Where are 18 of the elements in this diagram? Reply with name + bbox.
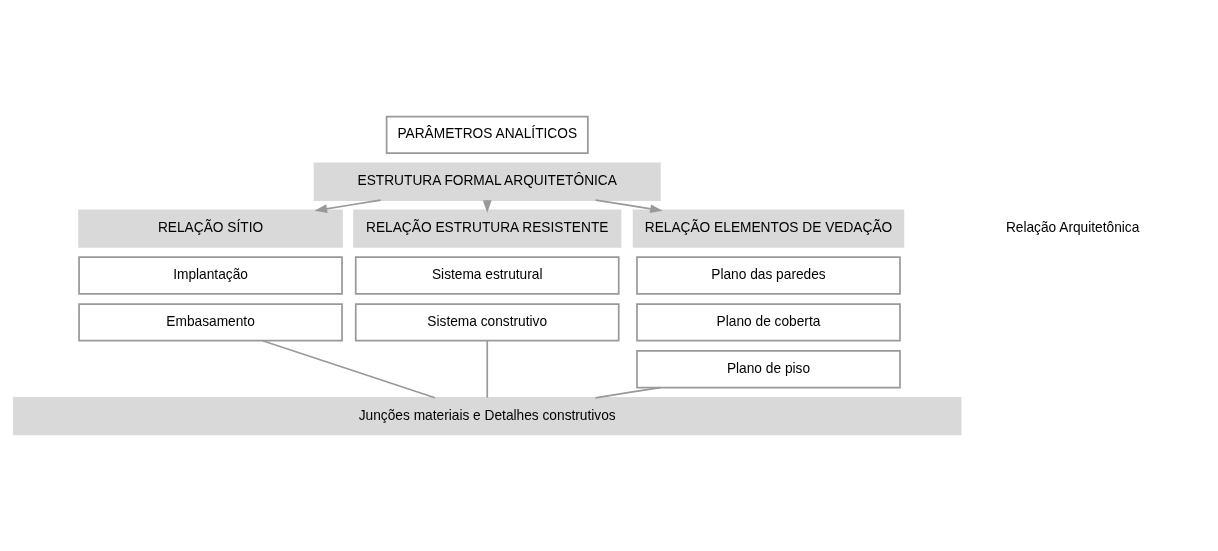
connector	[486, 339, 489, 399]
connector	[594, 386, 661, 399]
node-box: RELAÇÃO SÍTIO	[78, 209, 343, 248]
node-box: Implantação	[78, 256, 343, 295]
label: Relação Arquitetônica	[1005, 220, 1140, 236]
node-box: Plano das paredes	[636, 256, 901, 295]
connector	[261, 339, 436, 399]
arrow	[594, 199, 663, 214]
node-box: Junções materiais e Detalhes construtivos	[13, 396, 962, 436]
node-box: RELAÇÃO ELEMENTOS DE VEDAÇÃO	[632, 209, 905, 248]
node-box: Sistema construtivo	[354, 303, 620, 342]
node-box: Sistema estrutural	[354, 256, 620, 295]
node-box: Plano de piso	[636, 350, 901, 389]
arrow	[314, 199, 382, 214]
node-box: RELAÇÃO ESTRUTURA RESISTENTE	[353, 209, 622, 248]
node-box: Plano de coberta	[636, 303, 901, 342]
node-box: PARÂMETROS ANALÍTICOS	[385, 115, 589, 154]
node-box: Embasamento	[78, 303, 343, 342]
